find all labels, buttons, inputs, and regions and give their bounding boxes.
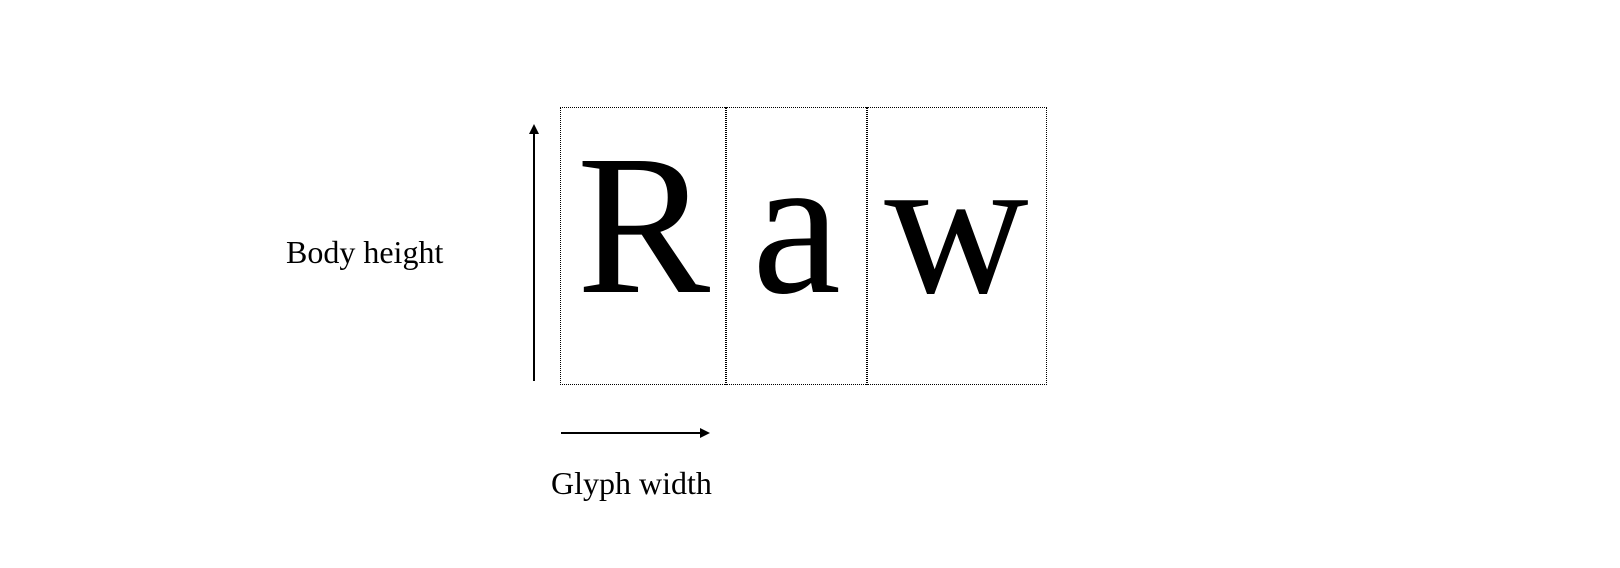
- glyph-w: w: [884, 115, 1029, 336]
- glyph-cell-a: a: [725, 107, 868, 385]
- glyph-width-label: Glyph width: [551, 465, 712, 501]
- glyph-r: R: [576, 115, 711, 336]
- body-height-label: Body height: [286, 234, 444, 270]
- glyph-cell-w: w: [866, 107, 1047, 385]
- glyph-cell-r: R: [560, 107, 727, 385]
- glyph-a: a: [752, 115, 841, 336]
